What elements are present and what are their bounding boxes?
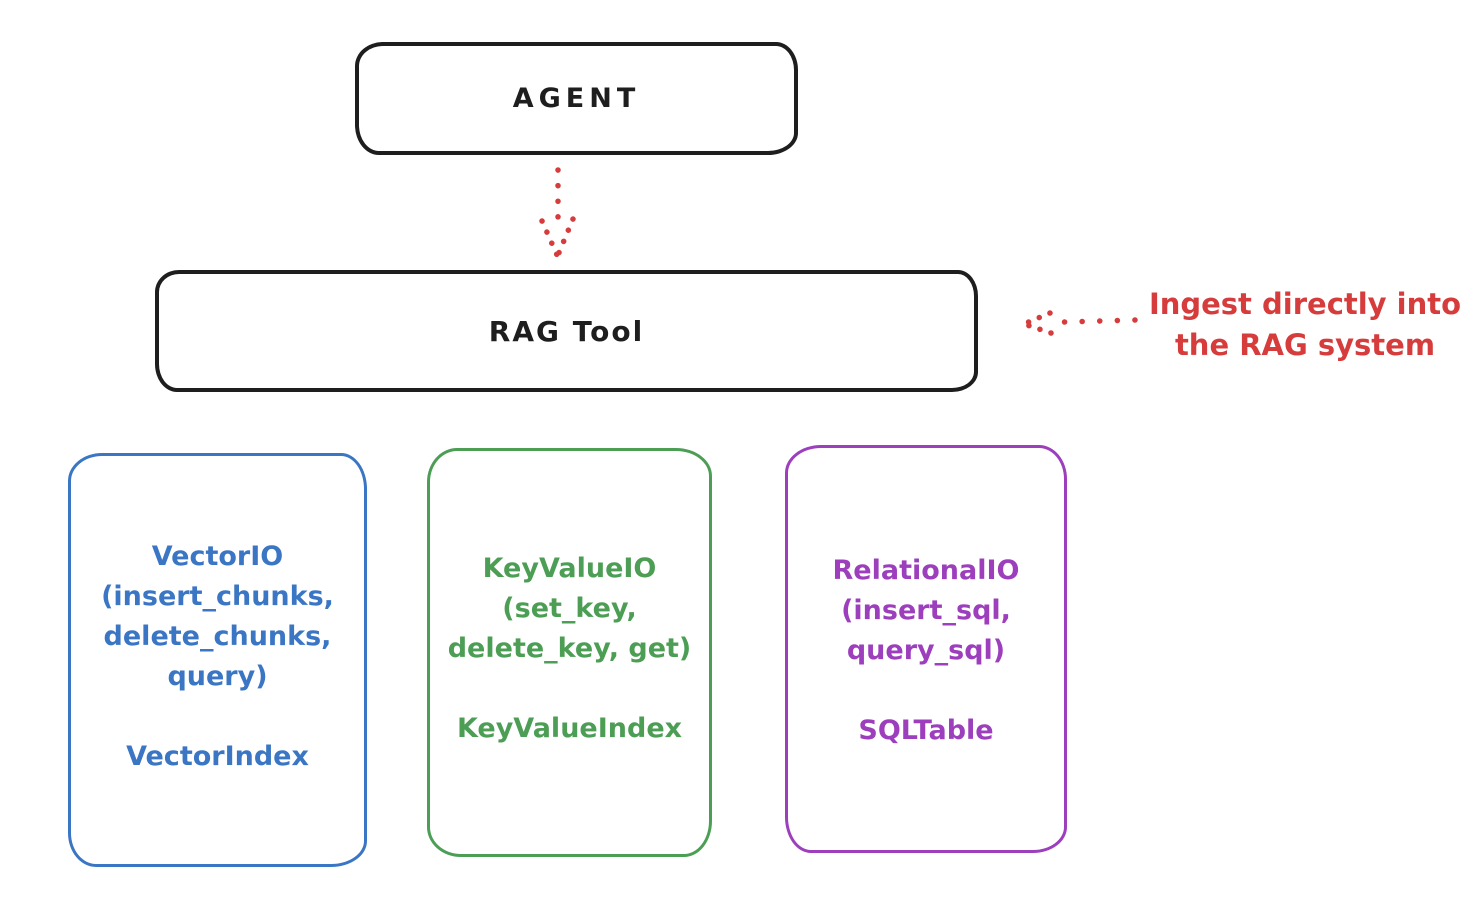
keyvalue-io-method-line: delete_key, get) bbox=[447, 633, 692, 664]
relational-io-title: RelationalIO bbox=[832, 555, 1020, 586]
agent-box: AGENT bbox=[355, 42, 798, 155]
rag-tool-box-label: RAG Tool bbox=[488, 314, 645, 348]
relational-io-box: RelationalIO (insert_sql, query_sql) SQL… bbox=[785, 445, 1067, 853]
agent-to-rag-arrow bbox=[539, 167, 576, 258]
relational-io-method-line: (insert_sql, bbox=[841, 595, 1011, 626]
keyvalue-io-title: KeyValueIO bbox=[482, 553, 657, 584]
rag-tool-box: RAG Tool bbox=[155, 270, 978, 392]
ingest-annotation-line2: the RAG system bbox=[1174, 328, 1436, 362]
vector-io-method-line: delete_chunks, bbox=[103, 621, 332, 652]
sql-table-label: SQLTable bbox=[858, 715, 994, 746]
vector-io-box: VectorIO (insert_chunks, delete_chunks, … bbox=[68, 453, 367, 867]
ingest-annotation: Ingest directly into the RAG system bbox=[1138, 284, 1472, 366]
vector-index-label: VectorIndex bbox=[126, 741, 309, 772]
vector-io-method-line: query) bbox=[167, 661, 268, 692]
ingest-annotation-line1: Ingest directly into bbox=[1148, 287, 1462, 321]
keyvalue-io-method-line: (set_key, bbox=[502, 593, 637, 624]
vector-io-method-line: (insert_chunks, bbox=[101, 581, 334, 612]
relational-io-method-line: query_sql) bbox=[846, 635, 1006, 666]
agent-box-label: AGENT bbox=[512, 83, 641, 114]
ingest-arrow bbox=[1021, 310, 1138, 336]
keyvalue-io-box: KeyValueIO (set_key, delete_key, get) Ke… bbox=[427, 448, 712, 857]
keyvalue-index-label: KeyValueIndex bbox=[456, 713, 683, 744]
vector-io-title: VectorIO bbox=[151, 541, 284, 572]
